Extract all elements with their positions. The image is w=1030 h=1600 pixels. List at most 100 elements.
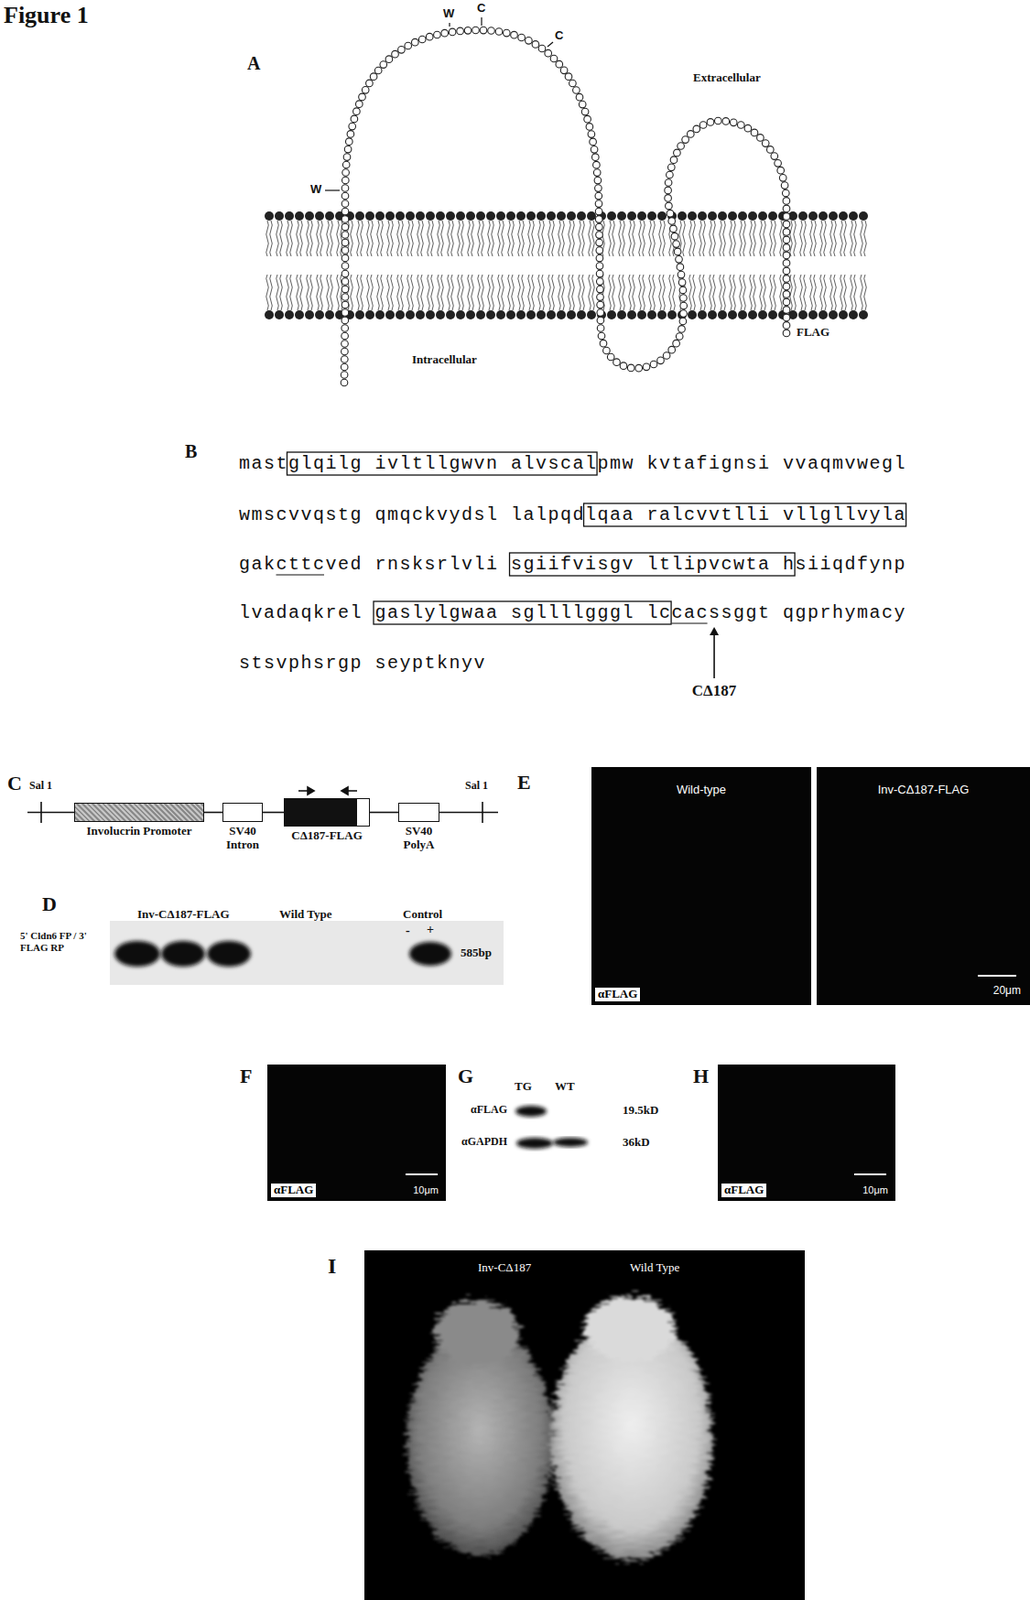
residue xyxy=(782,291,791,299)
lipid-tail xyxy=(592,220,596,257)
residue xyxy=(495,28,503,36)
residue xyxy=(627,364,635,372)
residue xyxy=(525,37,533,45)
lipid-head xyxy=(848,211,858,221)
lipid-head xyxy=(727,211,738,221)
lipid-tail xyxy=(632,220,636,257)
residue xyxy=(664,179,673,187)
lipid-head xyxy=(798,211,808,221)
lipid-head xyxy=(576,310,586,320)
panel-letter: G xyxy=(457,1064,474,1088)
lipid-tail xyxy=(860,220,864,257)
residue xyxy=(340,371,348,380)
lipid-head xyxy=(445,310,456,320)
residue xyxy=(341,184,349,193)
lipid-tail xyxy=(498,220,501,257)
node-text: αFLAG xyxy=(595,987,640,1002)
lipid-head xyxy=(496,211,506,221)
lipid-head xyxy=(405,310,415,320)
residue xyxy=(590,146,598,154)
residue xyxy=(340,363,348,371)
lipid-tail xyxy=(850,220,854,257)
lipid-tail xyxy=(437,274,441,311)
lipid-head xyxy=(284,211,294,221)
line-shape xyxy=(448,22,450,27)
lipid-head xyxy=(304,310,315,320)
lipid-tail xyxy=(528,274,532,311)
lipid-tail xyxy=(834,220,837,257)
residue xyxy=(341,270,349,278)
lipid-tail xyxy=(330,274,334,311)
region-label: Intracellular xyxy=(412,353,478,368)
residue xyxy=(672,339,681,347)
lipid-head xyxy=(314,211,325,221)
lipid-tail xyxy=(447,220,451,257)
residue xyxy=(595,192,603,200)
lipid-tail xyxy=(769,220,773,257)
lipid-tail xyxy=(280,274,283,311)
lipid-tail xyxy=(588,220,592,257)
residue xyxy=(361,86,369,95)
lipid-tail xyxy=(441,274,445,311)
lipid-tail xyxy=(723,220,727,257)
residue xyxy=(782,275,791,283)
lipid-head xyxy=(768,211,778,221)
residue xyxy=(448,28,456,36)
residue xyxy=(418,35,426,44)
residue xyxy=(782,244,791,252)
lipid-head xyxy=(858,310,868,320)
lipid-head xyxy=(516,211,526,221)
residue xyxy=(425,32,434,41)
lipid-tail xyxy=(270,274,273,311)
lipid-head xyxy=(617,211,627,221)
residue xyxy=(678,279,686,287)
panel-letter: C xyxy=(7,771,22,795)
lipid-tail xyxy=(437,220,441,257)
lipid-head xyxy=(284,310,294,320)
lipid-tail xyxy=(531,220,535,257)
lipid-head xyxy=(466,211,476,221)
residue xyxy=(341,309,349,317)
lipid-head xyxy=(385,310,395,320)
residue xyxy=(782,220,791,228)
lipid-tail xyxy=(568,274,572,311)
lipid-tail xyxy=(471,220,475,257)
lipid-tail xyxy=(572,274,575,311)
lipid-tail xyxy=(370,220,374,257)
lipid-tail xyxy=(508,220,511,257)
residue xyxy=(341,254,349,262)
lipid-tail xyxy=(672,274,676,311)
site-label: Sal 1 xyxy=(465,780,488,793)
residue xyxy=(341,223,349,231)
lipid-head xyxy=(486,211,496,221)
lipid-head xyxy=(758,211,768,221)
lipid-head xyxy=(828,211,838,221)
residue xyxy=(479,26,488,34)
lipid-tail xyxy=(427,220,431,257)
lipid-tail xyxy=(649,220,652,257)
lipid-tail xyxy=(441,220,445,257)
lipid-head xyxy=(355,310,365,320)
lipid-head xyxy=(304,211,315,221)
lipid-tail xyxy=(401,274,404,311)
lipid-head xyxy=(748,310,758,320)
lipid-tail xyxy=(477,274,481,311)
lipid-tail xyxy=(729,220,733,257)
lipid-tail xyxy=(531,274,535,311)
lipid-head xyxy=(415,310,425,320)
lipid-head xyxy=(546,211,556,221)
panel-letter: H xyxy=(693,1064,709,1088)
western-bands xyxy=(515,1105,588,1150)
residue xyxy=(613,358,621,367)
lipid-head xyxy=(445,211,456,221)
lipid-head xyxy=(425,211,435,221)
lipid-tail xyxy=(703,220,706,257)
lipid-tail xyxy=(427,274,431,311)
lipid-tail xyxy=(417,274,421,311)
lipid-tail xyxy=(733,274,737,311)
lipid-tail xyxy=(810,220,814,257)
lipid-tail xyxy=(622,274,626,311)
lipid-head xyxy=(466,310,476,320)
lipid-tail xyxy=(693,274,696,311)
